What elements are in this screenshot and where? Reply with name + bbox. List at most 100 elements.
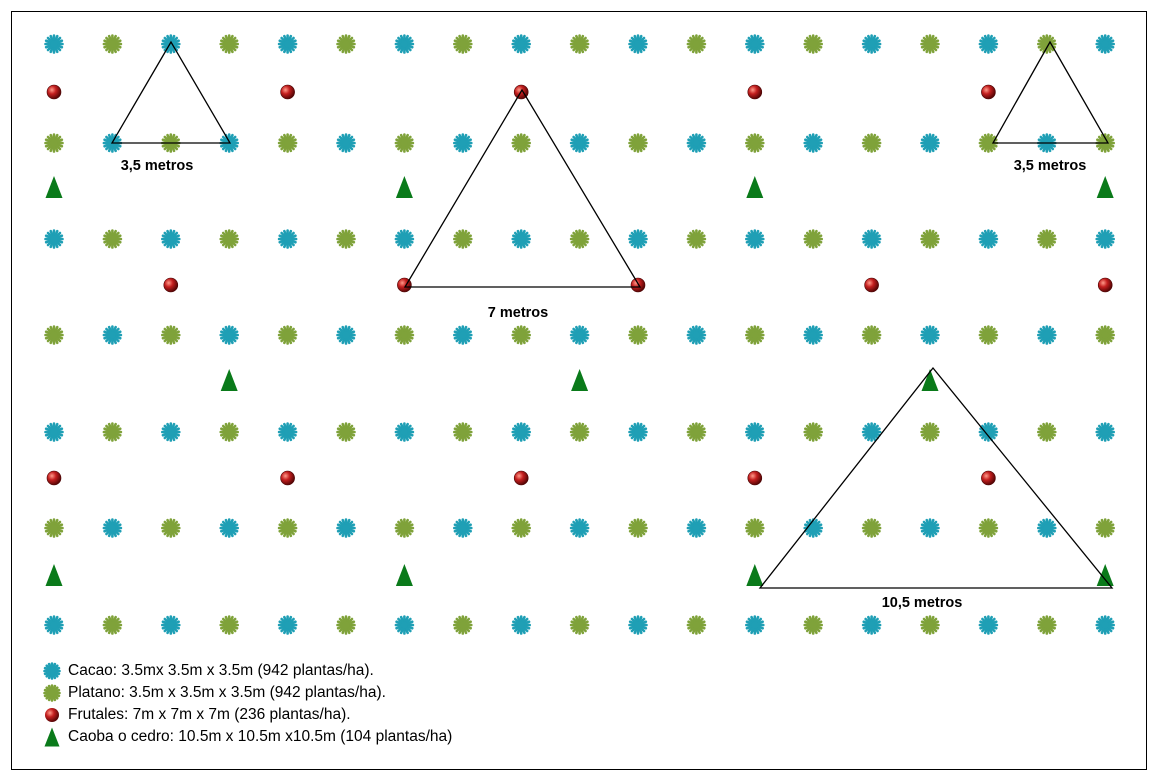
legend-item-caoba: Caoba o cedro: 10.5m x 10.5m x10.5m (104… — [42, 726, 452, 748]
cacao-star-icon — [42, 661, 62, 681]
platano-plant-marker — [102, 422, 123, 442]
cacao-plant-marker — [44, 229, 64, 249]
cacao-plant-marker — [511, 615, 532, 635]
cacao-plant-marker — [336, 133, 356, 153]
legend-text-platano: Platano: 3.5m x 3.5m x 3.5m (942 plantas… — [68, 684, 386, 701]
caoba-plant-marker — [395, 564, 413, 586]
legend-item-frutales: Frutales: 7m x 7m x 7m (236 plantas/ha). — [42, 704, 452, 726]
caoba-plant-marker — [45, 564, 63, 586]
cacao-plant-marker — [511, 34, 532, 54]
frutales-plant-marker — [630, 277, 646, 293]
legend-text-cacao: Cacao: 3.5mx 3.5m x 3.5m (942 plantas/ha… — [68, 662, 374, 679]
platano-plant-marker — [394, 518, 415, 538]
platano-plant-marker — [628, 325, 648, 345]
caoba-plant-marker — [1096, 176, 1114, 198]
platano-plant-marker — [511, 133, 532, 153]
cacao-plant-marker — [861, 422, 882, 442]
platano-plant-marker — [920, 34, 940, 54]
platano-plant-marker — [1095, 518, 1115, 538]
platano-plant-marker — [920, 422, 940, 442]
platano-plant-marker — [920, 229, 940, 249]
caoba-plant-marker — [746, 176, 764, 198]
frutales-plant-marker — [747, 470, 763, 486]
caoba-triangle-icon — [42, 727, 62, 747]
frutales-sphere-icon — [42, 705, 62, 725]
platano-plant-marker — [803, 229, 824, 249]
cacao-plant-marker — [1095, 422, 1115, 442]
cacao-plant-marker — [744, 422, 765, 442]
cacao-plant-marker — [161, 615, 181, 635]
cacao-plant-marker — [978, 615, 999, 635]
platano-plant-marker — [161, 325, 181, 345]
legend-text-frutales: Frutales: 7m x 7m x 7m (236 plantas/ha). — [68, 706, 351, 723]
cacao-plant-marker — [1095, 615, 1115, 635]
platano-plant-marker — [44, 518, 64, 538]
platano-plant-marker — [628, 133, 648, 153]
platano-plant-marker — [686, 34, 707, 54]
platano-plant-marker — [803, 34, 824, 54]
cacao-plant-marker — [803, 133, 824, 153]
platano-plant-marker — [803, 422, 824, 442]
cacao-plant-marker — [511, 422, 532, 442]
platano-plant-marker — [394, 133, 415, 153]
platano-plant-marker — [628, 518, 648, 538]
cacao-plant-marker — [44, 615, 64, 635]
cacao-plant-marker — [1095, 229, 1115, 249]
cacao-plant-marker — [277, 34, 298, 54]
platano-plant-marker — [102, 34, 123, 54]
legend-item-platano: Platano: 3.5m x 3.5m x 3.5m (942 plantas… — [42, 682, 452, 704]
cacao-plant-marker — [628, 229, 648, 249]
legend: Cacao: 3.5mx 3.5m x 3.5m (942 plantas/ha… — [42, 660, 452, 748]
cacao-plant-marker — [920, 133, 940, 153]
platano-plant-marker — [219, 34, 239, 54]
cacao-plant-marker — [861, 229, 882, 249]
cacao-plant-marker — [628, 422, 648, 442]
plant-markers-layer — [44, 34, 1115, 635]
frutales-plant-marker — [747, 84, 763, 100]
distance-label-medium: 7 metros — [488, 305, 548, 321]
platano-plant-marker — [511, 518, 532, 538]
cacao-plant-marker — [628, 34, 648, 54]
cacao-plant-marker — [1037, 518, 1057, 538]
cacao-plant-marker — [44, 34, 64, 54]
cacao-plant-marker — [277, 615, 298, 635]
cacao-plant-marker — [569, 518, 590, 538]
cacao-plant-marker — [44, 422, 64, 442]
platano-plant-marker — [336, 422, 356, 442]
caoba-plant-marker — [395, 176, 413, 198]
platano-plant-marker — [219, 229, 239, 249]
cacao-plant-marker — [861, 615, 882, 635]
platano-plant-marker — [978, 325, 999, 345]
spacing-triangle-small-left — [110, 40, 232, 144]
spacing-triangle-medium — [403, 88, 642, 288]
legend-text-caoba: Caoba o cedro: 10.5m x 10.5m x10.5m (104… — [68, 728, 453, 745]
platano-plant-marker — [569, 422, 590, 442]
platano-plant-marker — [920, 615, 940, 635]
platano-plant-marker — [277, 325, 298, 345]
distance-label-large: 10,5 metros — [882, 595, 963, 611]
frutales-plant-marker — [46, 470, 62, 486]
platano-plant-marker — [394, 325, 415, 345]
platano-plant-marker — [861, 133, 882, 153]
cacao-plant-marker — [102, 325, 123, 345]
cacao-plant-marker — [452, 325, 473, 345]
frutales-plant-marker — [981, 84, 996, 100]
platano-plant-marker — [452, 615, 473, 635]
cacao-plant-marker — [569, 325, 590, 345]
cacao-plant-marker — [978, 229, 999, 249]
cacao-plant-marker — [219, 325, 239, 345]
platano-plant-marker — [803, 615, 824, 635]
legend-item-cacao: Cacao: 3.5mx 3.5m x 3.5m (942 plantas/ha… — [42, 660, 452, 682]
cacao-plant-marker — [452, 133, 473, 153]
frutales-plant-marker — [163, 277, 179, 293]
platano-plant-marker — [277, 518, 298, 538]
cacao-plant-marker — [628, 615, 648, 635]
cacao-plant-marker — [394, 229, 415, 249]
cacao-plant-marker — [1095, 34, 1115, 54]
platano-plant-marker — [861, 518, 882, 538]
platano-plant-marker — [978, 518, 999, 538]
cacao-plant-marker — [803, 325, 824, 345]
platano-plant-marker — [102, 615, 123, 635]
cacao-plant-marker — [686, 133, 707, 153]
